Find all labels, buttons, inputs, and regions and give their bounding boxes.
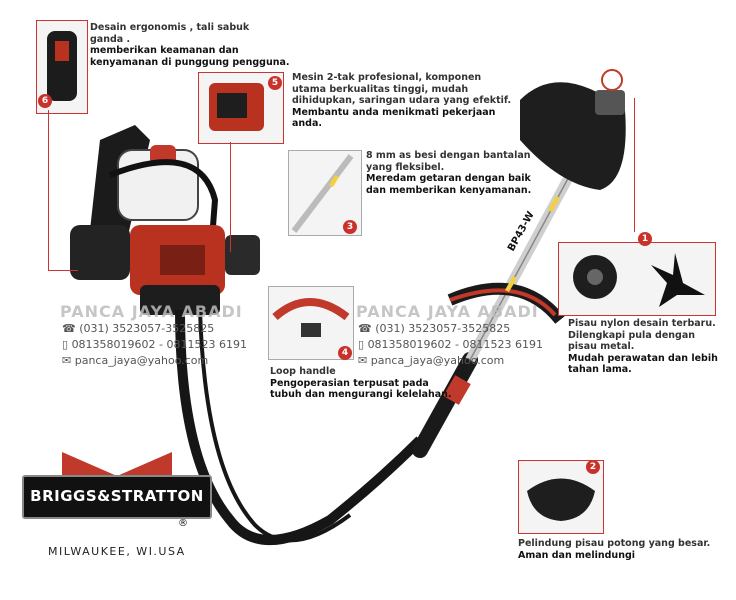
leader-6	[48, 110, 49, 270]
caption-1-l4: Mudah perawatan dan lebih	[568, 352, 718, 364]
caption-2-l2: Aman dan melindungi	[518, 549, 636, 561]
caption-5-l4: Membantu anda menikmati pekerjaan	[292, 106, 496, 118]
caption-5-l1: Mesin 2-tak profesional, komponen	[292, 72, 482, 83]
watermark-phone-text-1: (031) 3523057-3525825	[79, 322, 215, 335]
caption-1-l3: pisau metal.	[568, 341, 635, 352]
caption-1-l5: tahan lama.	[568, 364, 632, 375]
leader-5	[230, 142, 231, 252]
watermark-email-text-1: panca_jaya@yahoo.com	[74, 354, 209, 367]
watermark-email-2: ✉ panca_jaya@yahoo.com	[358, 354, 504, 367]
badge-3: 3	[343, 220, 357, 234]
phone-icon: ☎	[62, 322, 80, 335]
caption-3: 8 mm as besi dengan bantalan yang fleksi…	[366, 150, 546, 196]
caption-3-l3: Meredam getaran dengan baik	[366, 173, 531, 184]
watermark-phone-1: ☎ (031) 3523057-3525825	[62, 322, 214, 335]
caption-4: Loop handle Pengoperasian terpusat pada …	[270, 366, 470, 401]
caption-4-title: Loop handle	[270, 366, 336, 377]
mobile-icon-2: ▯	[358, 338, 368, 351]
registered-mark: ®	[178, 518, 188, 529]
brand-logo-text: BRIGGS&STRATTON	[30, 487, 204, 505]
watermark-mobile-text-1: 081358019602 - 0811523 6191	[71, 338, 247, 351]
badge-2: 2	[586, 460, 600, 474]
watermark-phone-text-2: (031) 3523057-3525825	[375, 322, 511, 335]
caption-3-l4: dan memberikan kenyamanan.	[366, 184, 532, 196]
badge-6: 6	[38, 94, 52, 108]
caption-4-l1: Pengoperasian terpusat pada	[270, 377, 429, 389]
caption-6-l3: memberikan keamanan dan	[90, 45, 239, 56]
caption-5: Mesin 2-tak profesional, komponen utama …	[292, 72, 522, 130]
watermark-email-1: ✉ panca_jaya@yahoo.com	[62, 354, 208, 367]
watermark-mobile-1: ▯ 081358019602 - 0811523 6191	[62, 338, 247, 351]
mail-icon-2: ✉	[358, 354, 371, 367]
brand-logo: BRIGGS&STRATTON	[22, 475, 212, 519]
badge-4: 4	[338, 346, 352, 360]
caption-6-l2: ganda .	[90, 33, 131, 45]
mobile-icon: ▯	[62, 338, 72, 351]
watermark-phone-2: ☎ (031) 3523057-3525825	[358, 322, 510, 335]
brand-location: MILWAUKEE, WI.USA	[48, 545, 186, 558]
thumb-cutting-heads	[558, 242, 716, 316]
badge-1: 1	[638, 232, 652, 246]
caption-6: Desain ergonomis , tali sabuk ganda . me…	[90, 22, 290, 68]
caption-5-l5: anda.	[292, 118, 322, 129]
caption-1-l2: Dilengkapi pula dengan	[568, 329, 696, 341]
mail-icon: ✉	[62, 354, 75, 367]
caption-2-l1: Pelindung pisau potong yang besar.	[518, 538, 711, 549]
leader-6-h	[48, 270, 78, 271]
caption-4-l2: tubuh dan mengurangi kelelahan.	[270, 389, 452, 400]
caption-6-l1: Desain ergonomis , tali sabuk	[90, 22, 250, 33]
phone-icon-2: ☎	[358, 322, 376, 335]
caption-1: Pisau nylon desain terbaru. Dilengkapi p…	[568, 318, 728, 376]
watermark-mobile-text-2: 081358019602 - 0811523 6191	[367, 338, 543, 351]
caption-3-l1: 8 mm as besi dengan bantalan	[366, 150, 531, 161]
caption-5-l3: dihidupkan, saringan udara yang efektif.	[292, 95, 512, 106]
watermark-mobile-2: ▯ 081358019602 - 0811523 6191	[358, 338, 543, 351]
caption-1-l1: Pisau nylon desain terbaru.	[568, 318, 716, 329]
watermark-email-text-2: panca_jaya@yahoo.com	[370, 354, 505, 367]
caption-2: Pelindung pisau potong yang besar. Aman …	[518, 538, 728, 561]
leader-1	[634, 98, 635, 232]
caption-5-l2: utama berkualitas tinggi, mudah	[292, 83, 469, 95]
badge-5: 5	[268, 76, 282, 90]
caption-6-l4: kenyamanan di punggung pengguna.	[90, 56, 290, 68]
caption-3-l2: yang fleksibel.	[366, 161, 445, 173]
watermark-brand-1: PANCA JAYA ABADI	[60, 302, 243, 321]
watermark-brand-2: PANCA JAYA ABADI	[356, 302, 539, 321]
